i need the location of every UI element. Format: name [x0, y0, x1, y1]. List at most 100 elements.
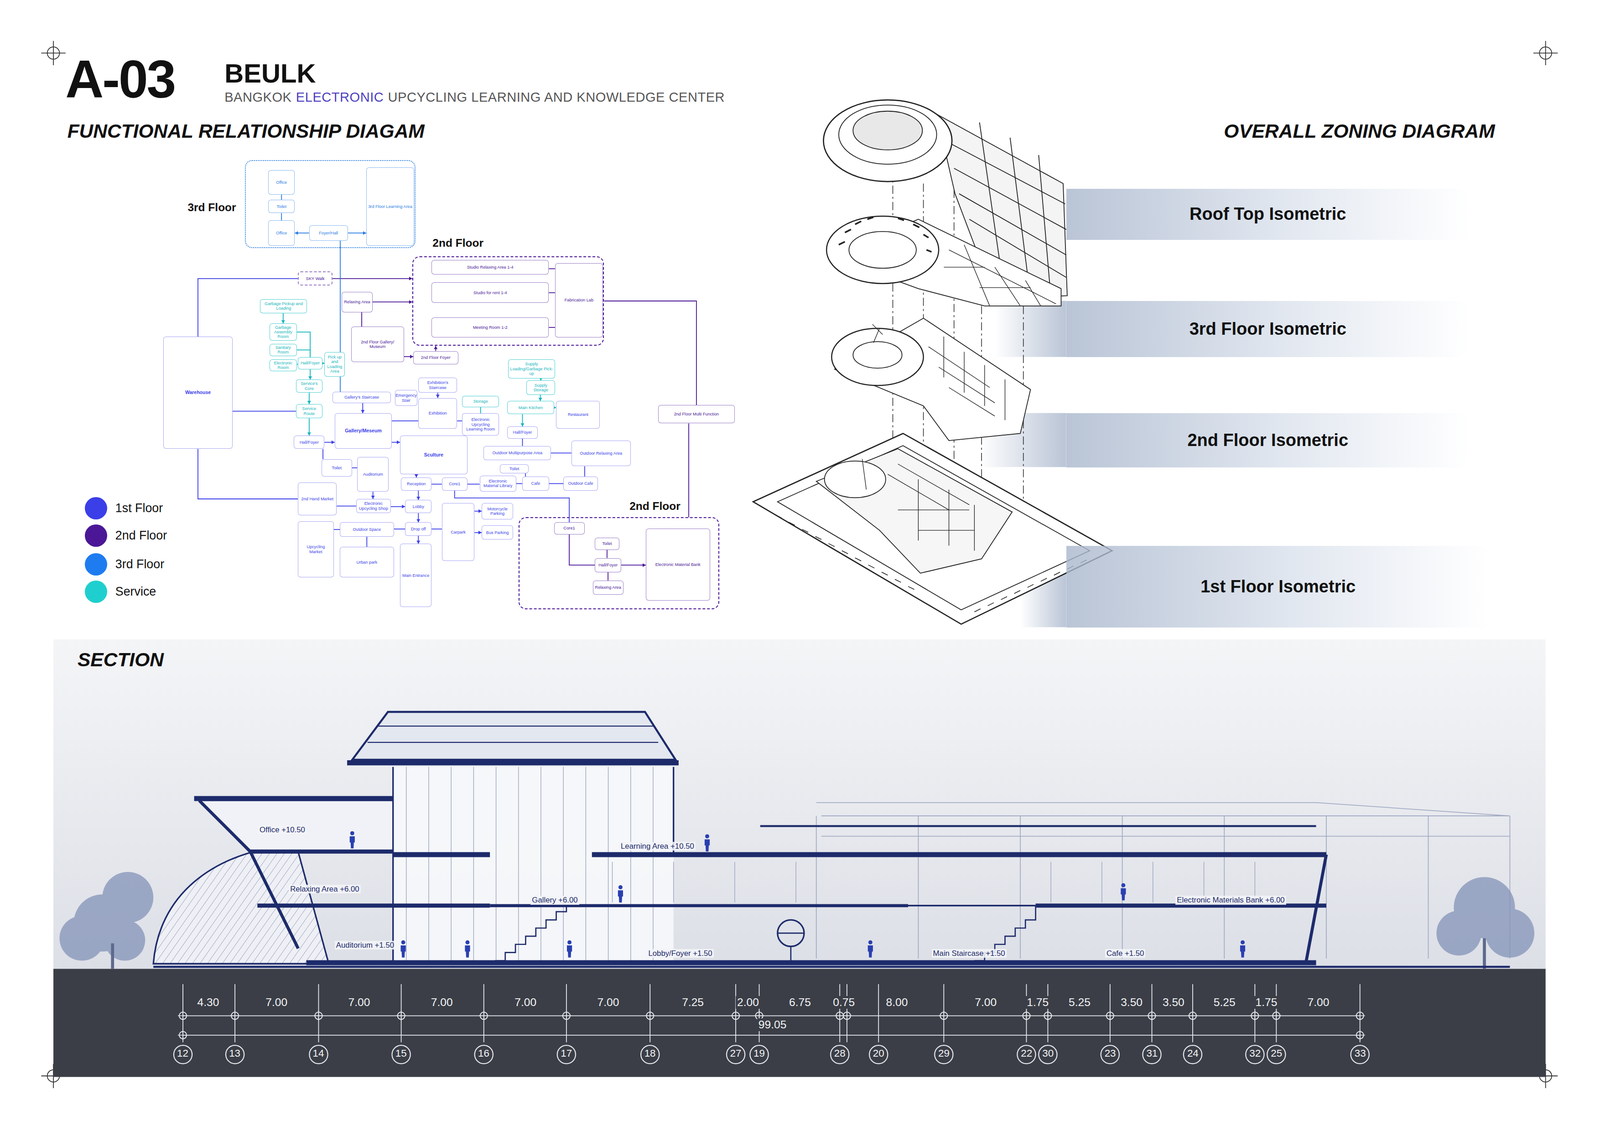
function-box: Studio Relaxing Area 1-4 [431, 259, 549, 275]
zone-heading: 3rd Floor [187, 201, 236, 214]
function-box: Exhibition [418, 398, 458, 429]
room-level-label: Electronic Materials Bank +6.00 [1175, 895, 1286, 905]
connector [584, 466, 585, 477]
function-box: Gallery's Staircase [332, 391, 391, 404]
grid-number: 16 [477, 1048, 490, 1059]
box-label: Toilet [332, 465, 342, 471]
box-label: Hall/Foyer [299, 440, 319, 445]
function-box: Core1 [554, 522, 585, 535]
arrowhead [409, 276, 413, 281]
connector [361, 312, 363, 327]
legend-row: 3rd Floor [84, 553, 165, 576]
legend-row: Service [84, 580, 157, 603]
subtitle-part: BANGKOK [224, 89, 292, 105]
function-box: Office [268, 220, 295, 246]
connector [416, 535, 421, 545]
legend-label: 1st Floor [115, 501, 163, 516]
grid-number: 17 [560, 1048, 572, 1059]
function-box: Hall/Foyer [293, 435, 325, 449]
box-label: Main Kitchen [518, 405, 543, 411]
connector-line [548, 268, 555, 270]
dimension: 5.25 [1067, 996, 1092, 1009]
box-label: Carpark [450, 529, 466, 535]
arrowhead [409, 300, 413, 304]
function-box: 2nd Floor Multi Function [658, 405, 735, 424]
connector [569, 534, 595, 566]
floor-band: 3rd Floor Isometric [1066, 301, 1470, 358]
function-box: Urban park [339, 546, 395, 578]
box-label: Exhibition's Staircase [420, 380, 456, 390]
connector-line [336, 505, 357, 507]
box-label: Sculture [424, 452, 444, 458]
connector [390, 504, 406, 509]
arrowhead [308, 376, 312, 380]
connector [457, 420, 463, 421]
function-box: Office [268, 170, 295, 195]
function-box: Exhibition's Staircase [418, 377, 458, 394]
function-box: Studio for rent 1-4 [431, 282, 549, 303]
connector [549, 483, 564, 484]
arrowhead [331, 440, 335, 445]
connector-line [394, 528, 406, 530]
heading: FUNCTIONAL RELATIONSHIP DIAGAM [67, 120, 425, 143]
connector-line [606, 550, 608, 559]
grid-number: 29 [938, 1048, 950, 1059]
floor-band: 1st Floor Isometric [1066, 545, 1490, 628]
room-level-label: Gallery +6.00 [530, 895, 579, 905]
grid-number: 31 [1146, 1048, 1158, 1059]
dimension: 7.00 [513, 996, 538, 1009]
connector [307, 392, 312, 405]
function-box: 2nd Hand Market [297, 482, 337, 516]
connector-line [431, 483, 442, 485]
box-label: Studio Relaxing Area 1-4 [467, 264, 514, 270]
box-label: Core1 [563, 525, 576, 531]
legend-label: 3rd Floor [115, 557, 165, 572]
band-label: 2nd Floor Isometric [1187, 430, 1349, 451]
box-label: Pick up and Loading Area [326, 354, 343, 374]
box-label: Supply Loading/Garbage Pick-up [509, 361, 554, 376]
function-box: Upcycling Market [297, 521, 334, 578]
legend-swatch [84, 553, 108, 576]
zone-heading: 2nd Floor [629, 499, 681, 513]
legend-row: 2nd Floor [84, 524, 167, 547]
box-label: Electronic Room [271, 360, 296, 371]
function-box: Auditorium [357, 457, 389, 492]
box-label: Outdoor Cafe [567, 481, 593, 486]
connector [348, 231, 367, 235]
dimension: 99.05 [757, 1018, 789, 1032]
function-box: Fabrication Lab [555, 263, 603, 338]
connector [431, 529, 442, 530]
band-label: 3rd Floor Isometric [1189, 319, 1347, 339]
connector [391, 420, 419, 421]
connector [324, 440, 335, 445]
connector [371, 491, 375, 499]
connector-line [549, 483, 564, 485]
function-box: Warehouse [163, 336, 233, 449]
connector [550, 452, 572, 454]
box-label: Supply Storage [528, 383, 554, 393]
room-level-label: Lobby/Foyer +1.50 [646, 949, 714, 958]
arrowhead [478, 530, 482, 535]
function-box: Outdoor Cafe [563, 476, 598, 491]
function-box: Pick up and Loading Area [324, 352, 345, 377]
box-label: Restaurant [567, 412, 589, 417]
function-box: Relaxing Area [341, 291, 373, 313]
connector [197, 448, 298, 499]
box-label: Relaxing Area [343, 299, 370, 305]
arrowhead [436, 394, 440, 399]
function-box: Lobby [405, 499, 432, 514]
arrowhead [294, 231, 298, 235]
connector-line [603, 301, 697, 406]
connector-line [361, 312, 363, 327]
box-label: Outdoor Relaxing Area [579, 451, 623, 456]
box-label: Electronic Material Library [481, 478, 515, 489]
box-label: Cafe [531, 481, 541, 486]
function-box: Service's Core [296, 379, 323, 393]
isometric-exploded [753, 99, 1112, 624]
connector-line [372, 301, 413, 303]
dimension: 3.50 [1119, 996, 1144, 1009]
room-level-label: Cafe +1.50 [1105, 949, 1146, 958]
connector [372, 300, 413, 304]
connector [606, 550, 608, 559]
